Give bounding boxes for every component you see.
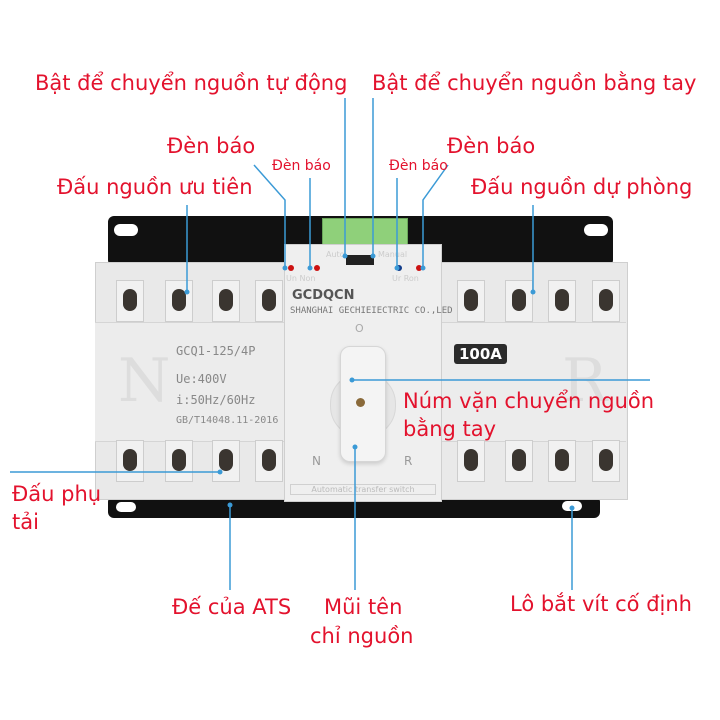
terminal-screw — [592, 440, 620, 482]
standard-text: GB/T14048.11-2016 — [176, 415, 279, 426]
label-indicator-left-small: Đèn báo — [272, 158, 331, 174]
label-knob-line2: bằng tay — [403, 417, 497, 441]
terminal-screw — [116, 280, 144, 322]
label-priority-source: Đấu nguồn ưu tiên — [57, 175, 253, 199]
terminal-screw — [212, 280, 240, 322]
rating-badge: 100A — [454, 344, 507, 364]
label-load-line2: tải — [12, 510, 39, 534]
right-panel — [436, 322, 626, 442]
label-indicator-right-small: Đèn báo — [389, 158, 448, 174]
terminal-screw — [592, 280, 620, 322]
rail-slot — [116, 502, 136, 512]
terminal-screw — [548, 280, 576, 322]
brand-text: GCDQCN — [292, 288, 355, 303]
indicator-led — [314, 265, 320, 271]
label-backup-source: Đấu nguồn dự phòng — [471, 175, 693, 199]
label-indicator-left: Đèn báo — [167, 134, 256, 158]
off-mark: O — [355, 322, 364, 335]
label-manual-switch: Bật để chuyển nguồn bằng tay — [372, 71, 697, 95]
label-load-line1: Đấu phụ — [12, 482, 102, 506]
terminal-screw — [165, 440, 193, 482]
auto-manual-switch[interactable] — [346, 255, 374, 265]
left-letter: N — [118, 346, 171, 416]
footer-text: Automatic transfer switch — [290, 484, 436, 495]
maker-text: SHANGHAI GECHIEIECTRIC CO.,LED — [290, 306, 453, 316]
rail-slot — [584, 224, 608, 236]
indicator-led — [416, 265, 422, 271]
model-text: GCQ1-125/4P — [176, 344, 256, 358]
label-screw-hole: Lô bắt vít cố định — [510, 592, 692, 616]
terminal-screw — [255, 440, 283, 482]
label-base: Đế của ATS — [172, 595, 292, 619]
terminal-screw — [212, 440, 240, 482]
label-arrow-line2: chỉ nguồn — [310, 624, 414, 648]
knob-r-mark: R — [404, 454, 413, 468]
label-knob-line1: Núm vặn chuyển nguồn — [403, 389, 655, 413]
terminal-screw — [505, 280, 533, 322]
label-arrow-line1: Mũi tên — [324, 595, 403, 619]
ur-ron-text: Ur Ron — [392, 274, 419, 283]
voltage-text: Ue:400V — [176, 372, 227, 386]
terminal-screw — [255, 280, 283, 322]
knob-n-mark: N — [312, 454, 321, 468]
left-panel — [95, 322, 287, 442]
leader-led-right — [422, 164, 449, 268]
terminal-screw — [116, 440, 144, 482]
auto-text: Auto — [326, 250, 345, 259]
terminal-screw — [505, 440, 533, 482]
terminal-screw — [548, 440, 576, 482]
un-non-text: Un Non — [286, 274, 316, 283]
indicator-led — [288, 265, 294, 271]
terminal-screw — [457, 440, 485, 482]
label-indicator-right: Đèn báo — [447, 134, 536, 158]
label-auto-switch: Bật để chuyển nguồn tự động — [35, 71, 348, 95]
right-letter: R — [562, 346, 608, 416]
knob-screw — [356, 398, 365, 407]
leader-led-left — [253, 164, 286, 268]
bottom-mounting-rail — [108, 496, 600, 518]
frequency-text: i:50Hz/60Hz — [176, 393, 256, 407]
rail-slot — [114, 224, 138, 236]
manual-text: Manual — [378, 250, 408, 259]
terminal-screw — [165, 280, 193, 322]
terminal-screw — [457, 280, 485, 322]
